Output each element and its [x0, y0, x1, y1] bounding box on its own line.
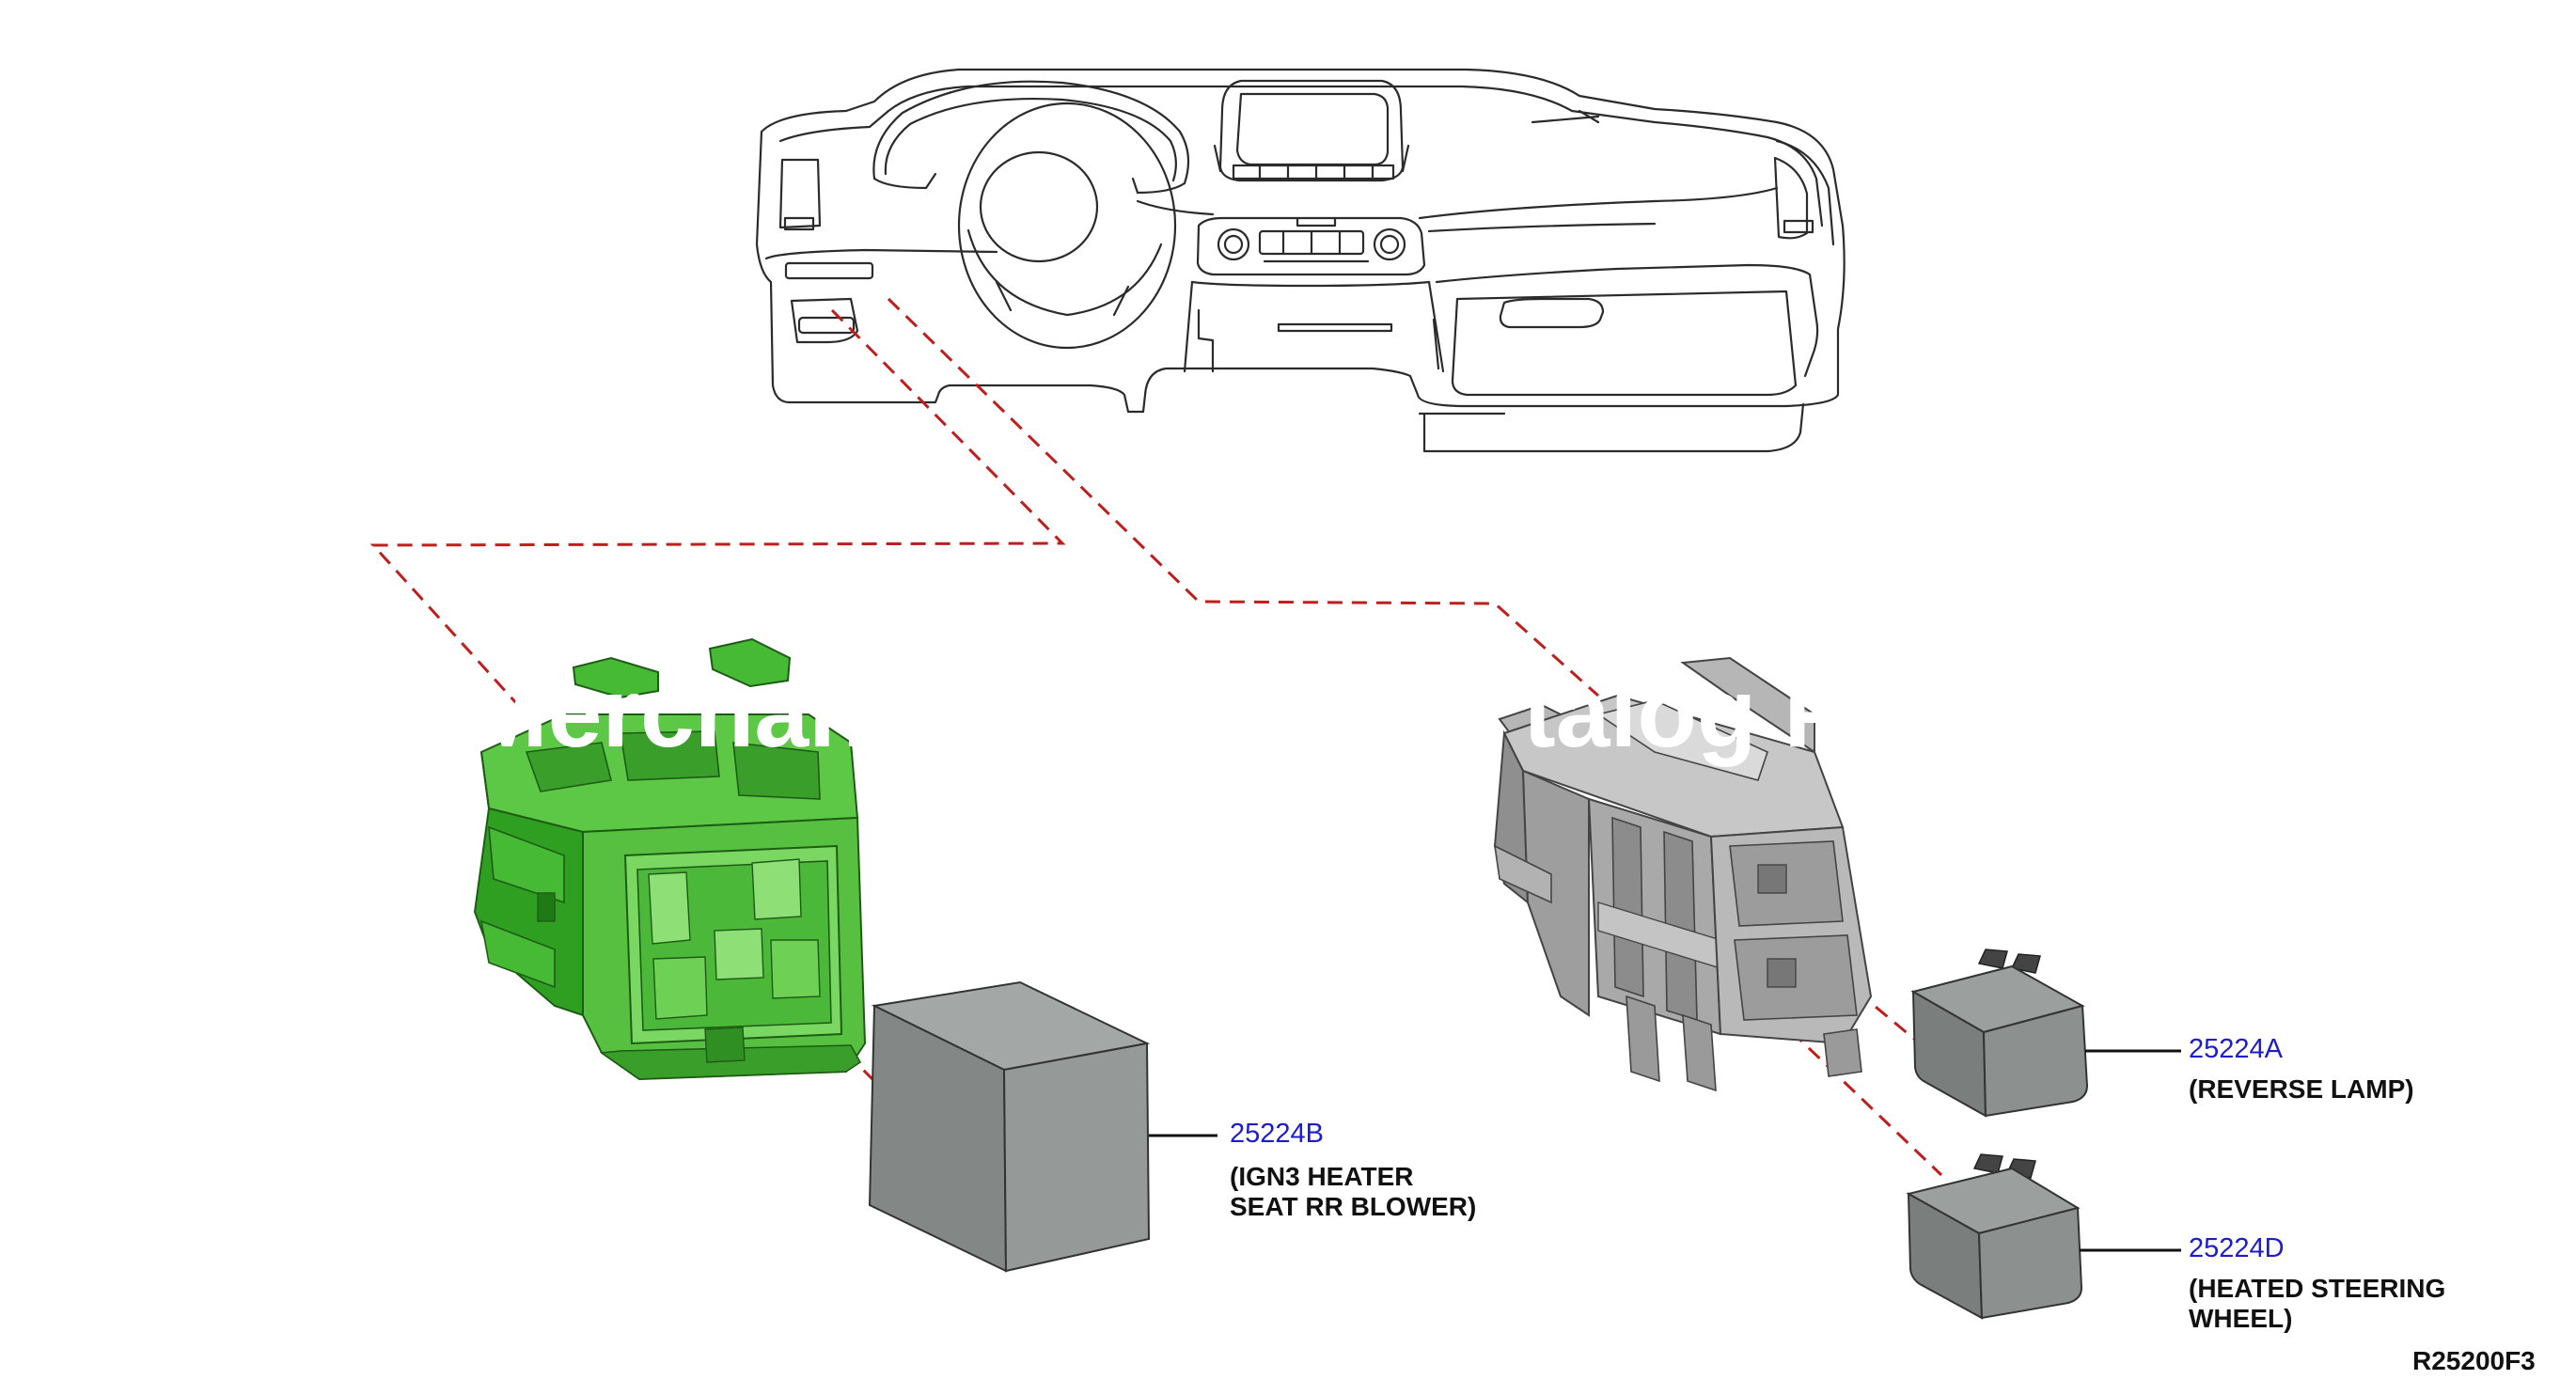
relay-large: [868, 980, 1151, 1273]
relay-holder-left: [473, 637, 867, 1081]
part-number-25224b[interactable]: 25224B: [1230, 1119, 1324, 1149]
relay-small-d: [1906, 1153, 2083, 1320]
part-description-25224d: (HEATED STEERING WHEEL): [2189, 1274, 2446, 1333]
part-number-25224d[interactable]: 25224D: [2189, 1233, 2285, 1263]
watermark-left: Merchan: [466, 659, 869, 768]
part-description-25224a: (REVERSE LAMP): [2189, 1074, 2414, 1104]
part-number-25224a[interactable]: 25224A: [2189, 1034, 2283, 1064]
callout-leaders: [1149, 1049, 2181, 1252]
watermark-right: talog P: [1523, 659, 1849, 768]
relay-holder-right: [1493, 656, 1873, 1092]
relay-small-a: [1910, 948, 2089, 1118]
part-description-25224b: (IGN3 HEATER SEAT RR BLOWER): [1230, 1162, 1477, 1221]
figure-code: R25200F3: [2412, 1346, 2536, 1375]
dashboard-illustration: [755, 68, 1846, 453]
